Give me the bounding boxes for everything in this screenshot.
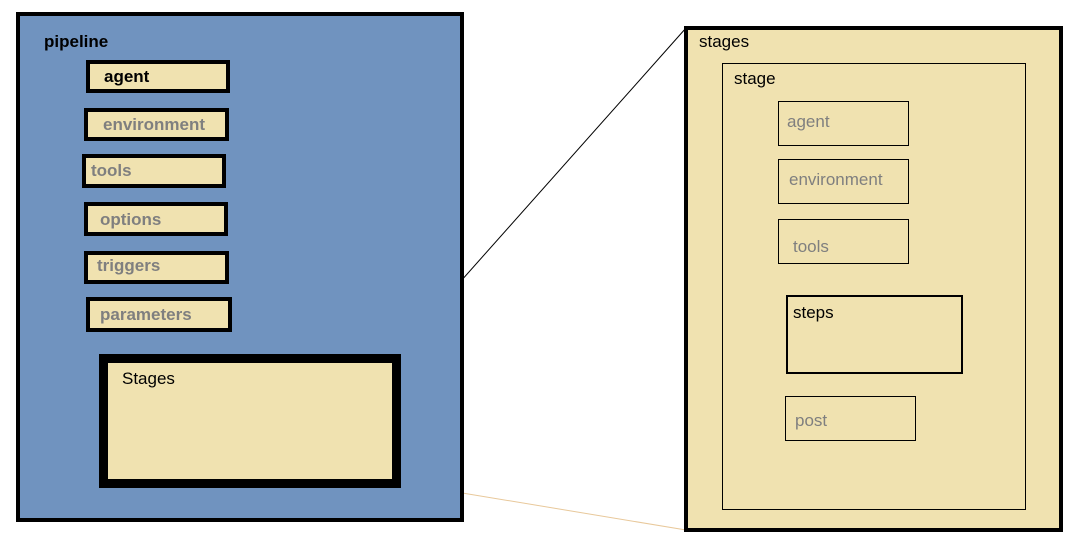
pipeline-stages-box[interactable]: Stages — [99, 354, 401, 488]
pipeline-stages-label: Stages — [122, 369, 175, 388]
pipeline-item-tools[interactable]: tools — [82, 154, 226, 188]
stage-item-post[interactable]: post — [785, 396, 916, 441]
pipeline-item-environment[interactable]: environment — [84, 108, 229, 141]
pipeline-item-agent[interactable]: agent — [86, 60, 230, 93]
stage-item-tools-label: tools — [793, 237, 829, 256]
stage-item-steps[interactable]: steps — [786, 295, 963, 374]
pipeline-item-triggers[interactable]: triggers — [84, 251, 229, 284]
stages-detail-title: stages — [699, 32, 750, 51]
stage-title: stage — [734, 69, 776, 88]
stage-item-tools[interactable]: tools — [778, 219, 909, 264]
stage-item-steps-label: steps — [793, 303, 834, 322]
pipeline-panel: pipeline agent environment tools options… — [16, 12, 464, 522]
stages-detail-panel: stages stage agent environment tools ste… — [684, 26, 1063, 532]
pipeline-item-parameters[interactable]: parameters — [86, 297, 232, 332]
stage-box: stage agent environment tools steps post — [722, 63, 1026, 510]
pipeline-item-options[interactable]: options — [84, 202, 228, 236]
stage-item-environment[interactable]: environment — [778, 159, 909, 204]
stage-item-agent[interactable]: agent — [778, 101, 909, 146]
pipeline-title: pipeline — [44, 32, 109, 51]
stage-item-environment-label: environment — [789, 170, 883, 189]
stage-item-post-label: post — [795, 411, 828, 430]
stage-item-agent-label: agent — [787, 112, 830, 131]
